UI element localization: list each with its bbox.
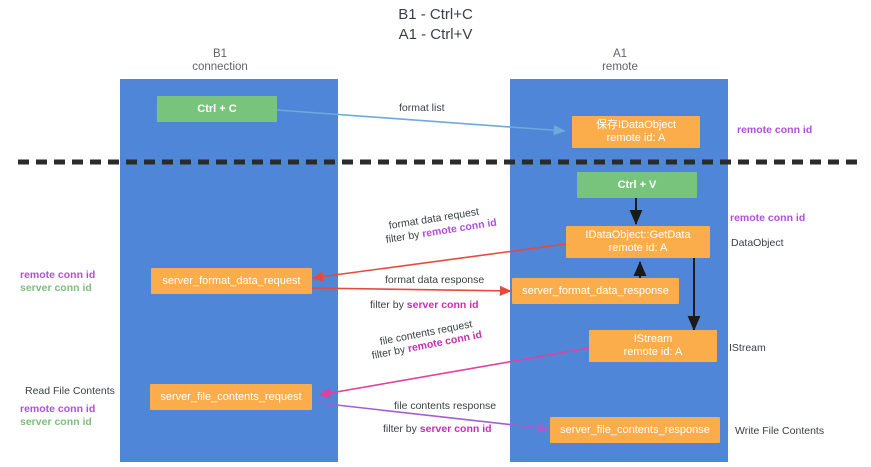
page-title: B1 - Ctrl+C A1 - Ctrl+V bbox=[0, 5, 871, 45]
filter-prefix: filter by bbox=[383, 423, 420, 435]
edge-label-format-list: format list bbox=[399, 102, 445, 114]
node-istream[interactable]: IStream remote id: A bbox=[589, 330, 717, 362]
column-header-b1: B1 connection bbox=[155, 48, 285, 74]
filter-prefix: filter by bbox=[370, 299, 407, 311]
edge-label-file-contents-response-filter: filter by server conn id bbox=[383, 423, 492, 436]
filter-prefix: filter by bbox=[370, 343, 410, 362]
annotation-remote-conn-id-top: remote conn id bbox=[737, 124, 813, 136]
annotation-read-file-contents: Read File Contents bbox=[25, 385, 115, 397]
node-server-file-contents-response-label: server_file_contents_response bbox=[560, 423, 710, 436]
node-server-format-data-request-label: server_format_data_request bbox=[162, 274, 301, 287]
edge-label-format-data-response: format data response bbox=[385, 274, 485, 286]
annotation-dataobject: DataObject bbox=[731, 237, 784, 249]
node-save-idataobject-sub: remote id: A bbox=[606, 132, 666, 144]
filter-key-server-conn-id: server conn id bbox=[419, 423, 492, 435]
column-header-a1-name: A1 bbox=[612, 48, 628, 60]
column-header-a1-role: remote bbox=[602, 61, 638, 73]
filter-key-server-conn-id: server conn id bbox=[406, 299, 479, 311]
node-istream-label: IStream bbox=[633, 333, 673, 345]
annotation-left-remote-conn-id: remote conn id bbox=[20, 269, 96, 281]
title-line-2: A1 - Ctrl+V bbox=[398, 26, 473, 43]
column-header-b1-name: B1 bbox=[212, 48, 228, 60]
node-ctrl-c[interactable]: Ctrl + C bbox=[157, 96, 277, 122]
edge-label-format-data-response-filter: filter by server conn id bbox=[370, 299, 479, 312]
node-ctrl-c-label: Ctrl + C bbox=[197, 102, 237, 115]
column-header-a1: A1 remote bbox=[555, 48, 685, 74]
annotation-istream: IStream bbox=[729, 342, 766, 354]
node-server-file-contents-request[interactable]: server_file_contents_request bbox=[150, 384, 312, 410]
node-save-idataobject[interactable]: 保存IDataObject remote id: A bbox=[572, 116, 700, 148]
node-istream-sub: remote id: A bbox=[623, 346, 683, 358]
node-ctrl-v-label: Ctrl + V bbox=[617, 178, 657, 191]
node-save-idataobject-label: 保存IDataObject bbox=[595, 119, 677, 131]
node-server-file-contents-request-label: server_file_contents_request bbox=[160, 390, 302, 403]
node-server-format-data-response[interactable]: server_format_data_response bbox=[512, 278, 679, 304]
node-server-file-contents-response[interactable]: server_file_contents_response bbox=[550, 417, 720, 443]
annotation-remote-conn-id-middle: remote conn id bbox=[730, 212, 806, 224]
annotation-write-file-contents: Write File Contents bbox=[735, 425, 825, 437]
annotation-left-remote-conn-id-2: remote conn id bbox=[20, 403, 96, 415]
annotation-left-server-conn-id-2: server conn id bbox=[20, 416, 92, 428]
node-idataobject-getdata-label: IDataObject::GetData bbox=[585, 229, 691, 241]
node-idataobject-getdata[interactable]: IDataObject::GetData remote id: A bbox=[566, 226, 710, 258]
node-server-format-data-request[interactable]: server_format_data_request bbox=[151, 268, 312, 294]
node-server-format-data-response-label: server_format_data_response bbox=[522, 284, 669, 297]
column-header-b1-role: connection bbox=[192, 61, 248, 73]
title-line-1: B1 - Ctrl+C bbox=[398, 6, 473, 23]
annotation-left-server-conn-id: server conn id bbox=[20, 282, 92, 294]
node-idataobject-getdata-sub: remote id: A bbox=[608, 242, 668, 254]
node-ctrl-v[interactable]: Ctrl + V bbox=[577, 172, 697, 198]
edge-label-file-contents-response: file contents response bbox=[394, 400, 497, 412]
